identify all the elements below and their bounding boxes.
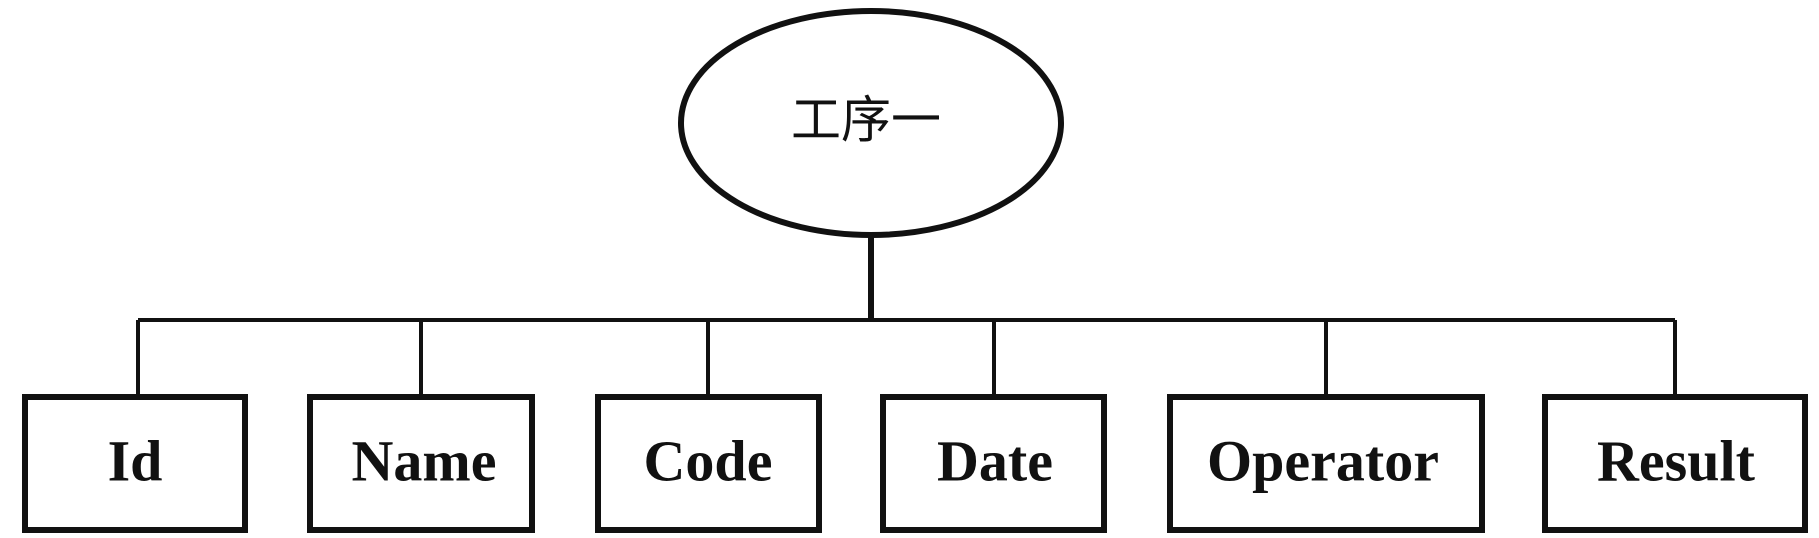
attribute-label-result: Result [1597,428,1756,493]
attribute-label-operator: Operator [1207,428,1439,493]
attribute-label-id: Id [108,428,163,493]
attribute-box-date [880,394,1107,533]
root-entity-label: 工序一 [791,91,941,149]
attribute-box-name [307,394,535,533]
attribute-box-operator [1167,394,1485,533]
attribute-box-result [1542,394,1808,533]
attribute-label-code: Code [644,428,773,493]
attribute-label-name: Name [352,428,497,493]
attribute-box-code [595,394,822,533]
attribute-box-id [22,394,248,533]
attribute-label-date: Date [937,428,1053,493]
